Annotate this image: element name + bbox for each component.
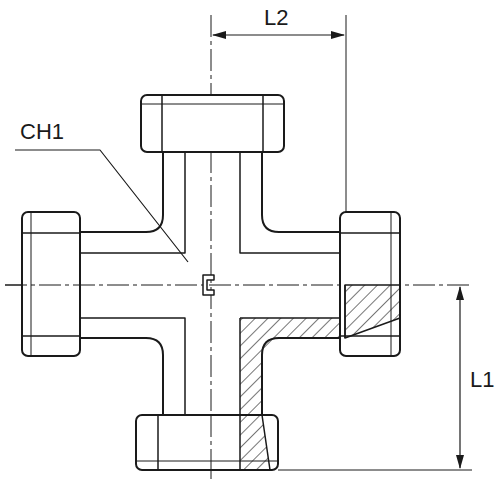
bottom-nut <box>136 415 278 470</box>
l1-extension <box>278 470 472 471</box>
l1-dimension-line <box>459 287 460 468</box>
left-nut <box>22 212 80 356</box>
callout-label: CH1 <box>18 120 66 144</box>
l2-dimension-line <box>213 34 344 35</box>
dimension-label: L1 <box>468 368 496 392</box>
wrench-flat-symbol <box>203 275 214 295</box>
right-nut <box>340 212 400 356</box>
ch1-leader <box>15 150 188 262</box>
top-nut <box>141 95 284 152</box>
l2-extension <box>346 15 347 212</box>
dimension-label: L2 <box>262 6 290 30</box>
vertical-centerline <box>211 15 212 480</box>
fitting-body <box>80 152 340 415</box>
